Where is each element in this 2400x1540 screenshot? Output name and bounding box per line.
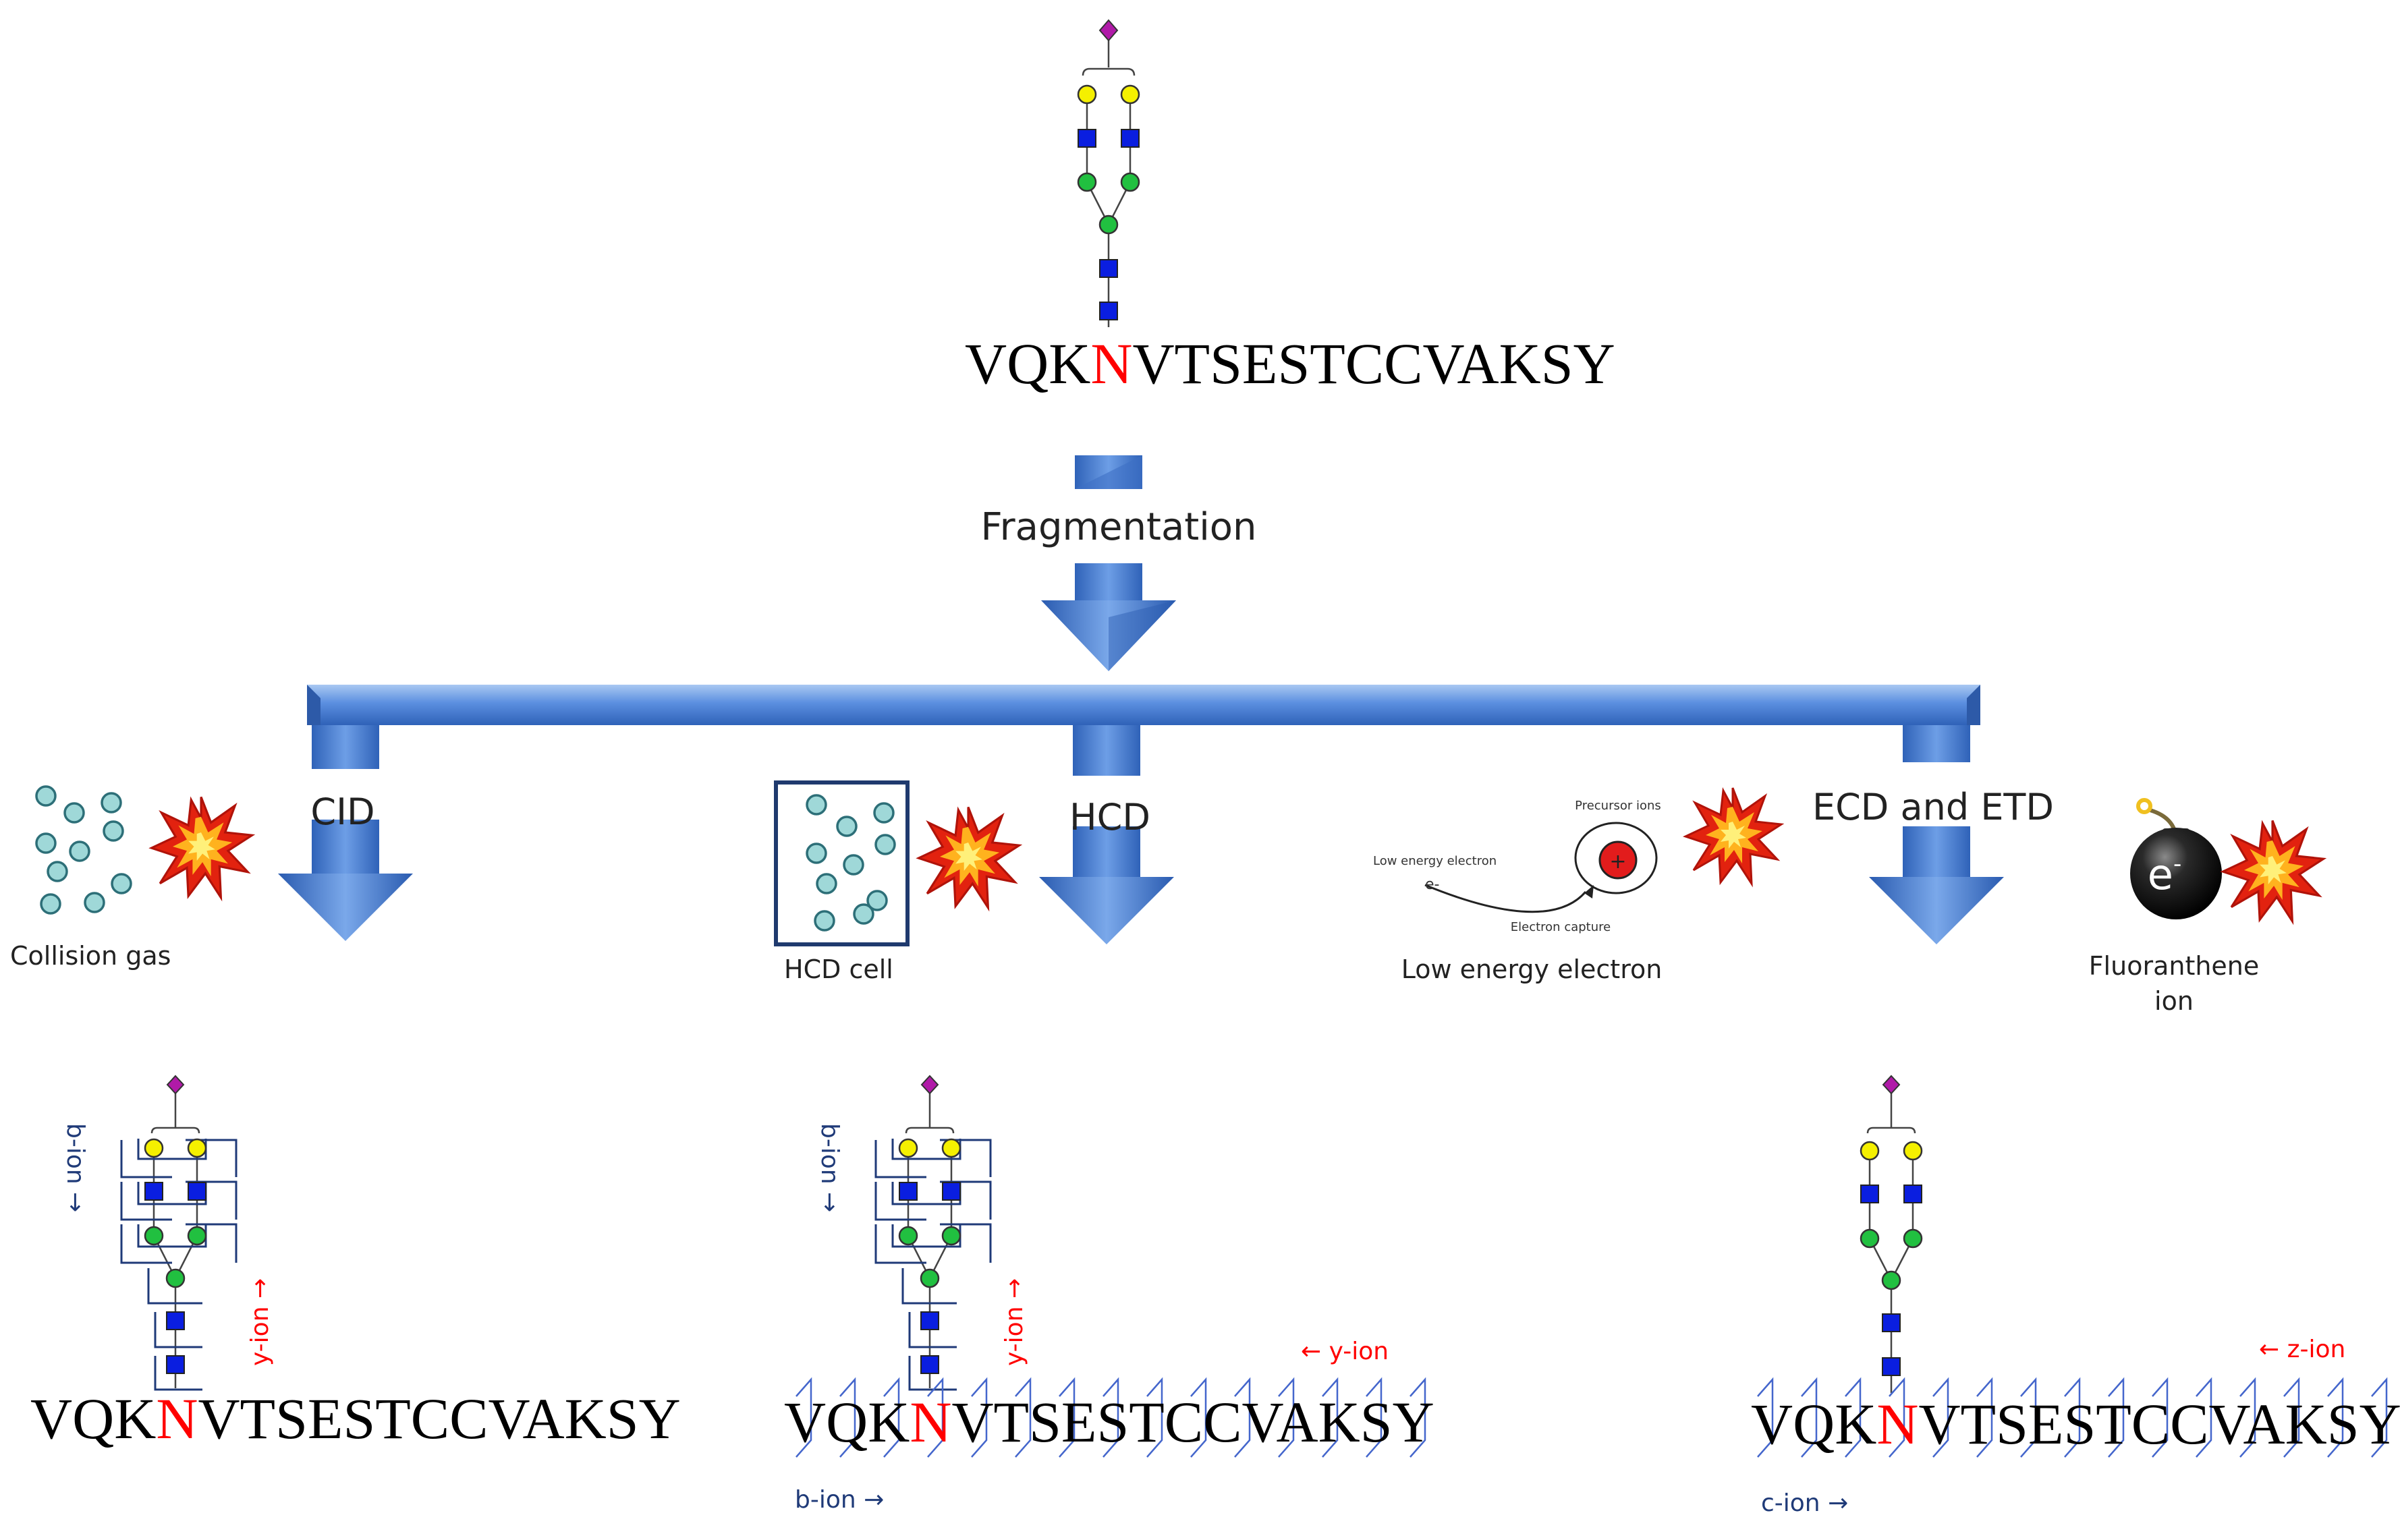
cid-b-ion-label: b-ion → [61,1123,89,1212]
fluoranthene-label-line2: ion [2154,986,2194,1016]
fluoranthene-label-line1: Fluoranthene [2089,951,2260,981]
electron-symbol: e- [1425,876,1439,893]
cid-label: CID [310,791,374,833]
bomb-electron-text: e- [2148,850,2181,899]
hcd-glycan-fragments [874,1075,992,1391]
precursor-peptide-sequence: VQKNVTSESTCCVAKSY [965,331,1615,396]
mannose-icon [1098,215,1119,235]
precursor-ion-icon [1598,840,1638,880]
cid-arrow [278,725,413,941]
glcnac-icon [1121,129,1140,148]
ecd-etd-z-ion-label: ← z-ion [2259,1336,2345,1363]
hcd-arrow [1039,725,1174,944]
ecd-etd-arrow [1869,725,2004,944]
glcnac-icon [1099,302,1118,320]
hcd-b-ion-label: b-ion → [795,1486,884,1514]
bomb-icon [2130,798,2222,919]
fragmentation-label: Fragmentation [980,505,1256,549]
top-glycan-structure [1077,19,1140,327]
electron-capture-label: Electron capture [1511,920,1611,934]
branch-bar [307,685,1980,725]
cid-product-peptide: VQKNVTSESTCCVAKSY [30,1386,681,1451]
plus-sign: + [1609,850,1626,874]
cid-glycan-fragments [120,1075,238,1391]
hcd-b-ion-vertical-label: b-ion → [816,1123,843,1212]
sialic-acid-icon [1098,19,1119,42]
precursor-ions-label: Precursor ions [1575,799,1661,813]
ecd-etd-backbone-cleavages [1757,1377,2388,1458]
hcd-y-ion-label: ← y-ion [1301,1338,1389,1365]
low-energy-electron-small-label: Low energy electron [1373,854,1497,868]
ecd-etd-label: ECD and ETD [1812,786,2054,828]
galactose-icon [1120,84,1140,105]
glcnac-icon [1099,259,1118,278]
hcd-label: HCD [1069,796,1150,838]
starburst-icon [2221,819,2325,923]
galactose-icon [1077,84,1097,105]
starburst-icon [1684,787,1783,885]
fragmentation-arrow [1041,455,1176,671]
mannose-icon [1120,172,1140,192]
cid-y-ion-label: y-ion → [246,1278,274,1366]
ecd-etd-product-peptide: VQKNVTSESTCCVAKSY [1751,1392,2400,1456]
hcd-cell-label: HCD cell [784,954,893,984]
starburst-icon [150,795,254,899]
glcnac-icon [1078,129,1096,148]
hcd-y-ion-vertical-label: y-ion → [1001,1278,1028,1366]
ecd-etd-glycan [1860,1075,1923,1393]
starburst-icon [917,805,1021,909]
hcd-cell-icon [774,780,910,946]
hcd-product-peptide: VQKNVTSESTCCVAKSY [784,1390,1434,1454]
ecd-etd-c-ion-label: c-ion → [1761,1489,1848,1517]
collision-gas-icon [35,785,132,915]
electron-capture-illustration [1424,822,1658,913]
hcd-backbone-cleavages [796,1377,1426,1458]
mannose-icon [1077,172,1097,192]
low-energy-electron-label: Low energy electron [1401,954,1663,984]
collision-gas-label: Collision gas [10,941,171,971]
